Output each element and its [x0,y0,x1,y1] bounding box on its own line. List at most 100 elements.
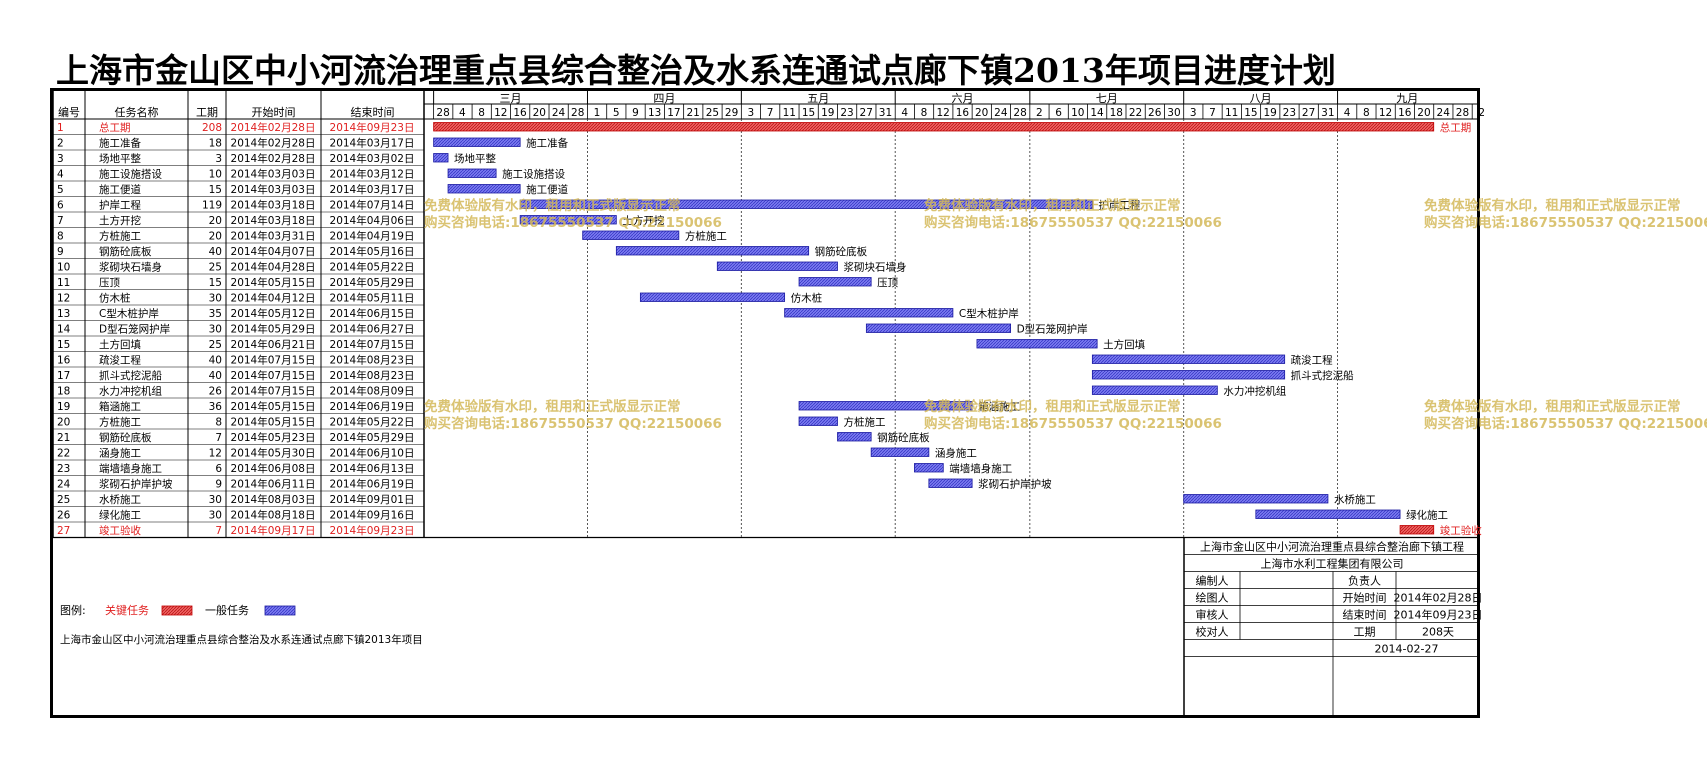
row-task-name: 绿化施工 [99,509,141,522]
chart-frame [50,88,1480,718]
row-start: 2014年03月31日 [231,230,316,243]
bar-label: 抓斗式挖泥船 [1291,369,1354,382]
row-duration: 15 [209,277,222,289]
row-duration: 30 [209,494,222,506]
row-end: 2014年05月22日 [330,261,415,274]
gantt-bar [433,153,449,163]
row-id: 3 [57,153,64,165]
day-tick-label: 26 [1148,107,1162,119]
day-tick-label: 2 [1478,107,1485,119]
row-start: 2014年04月28日 [231,261,316,274]
row-start: 2014年03月03日 [231,168,316,181]
watermark-line1: 免费体验版有水印，租用和正式版显示正常 [1424,197,1681,214]
gantt-bar [1091,385,1218,395]
row-start: 2014年05月15日 [231,416,316,429]
gantt-bar [928,478,973,488]
day-tick-label: 24 [1437,107,1451,119]
row-id: 9 [57,246,64,258]
row-end: 2014年04月19日 [330,230,415,243]
day-tick-label: 12 [936,107,949,119]
row-duration: 20 [209,231,222,243]
row-id: 8 [57,231,64,243]
info-date: 2014-02-27 [1375,643,1439,656]
gantt-bar [798,416,838,426]
row-start: 2014年02月28日 [231,137,316,150]
row-duration: 7 [215,525,222,537]
day-tick-label: 19 [1263,107,1276,119]
watermark-line2: 购买咨询电话:18675550537 QQ:22150066 [424,415,722,432]
row-task-name: 土方回填 [99,338,141,351]
row-start: 2014年04月07日 [231,245,316,258]
watermark-line2: 购买咨询电话:18675550537 QQ:22150066 [924,214,1222,231]
row-end: 2014年05月22日 [330,416,415,429]
row-duration: 25 [209,262,222,274]
day-tick-label: 4 [901,107,908,119]
day-tick-label: 11 [1225,107,1238,119]
day-tick-label: 12 [1379,107,1392,119]
day-tick-label: 8 [1363,107,1370,119]
row-duration: 15 [209,184,222,196]
row-id: 10 [57,262,70,274]
bar-label: 土方开挖 [622,214,664,227]
info-label: 绘图人 [1196,591,1229,605]
row-id: 22 [57,448,70,460]
row-start: 2014年03月18日 [231,214,316,227]
day-tick-label: 16 [1398,107,1412,119]
row-end: 2014年06月10日 [330,447,415,460]
day-tick-label: 7 [767,107,774,119]
row-task-name: 抓斗式挖泥船 [99,369,162,382]
row-start: 2014年06月11日 [231,478,316,491]
header-col-0: 编号 [58,105,80,119]
bar-label: 方桩施工 [844,416,886,429]
row-id: 14 [57,324,71,336]
row-task-name: 方桩施工 [99,230,141,243]
bar-label: 绿化施工 [1406,509,1448,522]
bar-label: C型木桩护岸 [959,307,1019,320]
bar-label: 压顶 [877,277,898,289]
row-end: 2014年03月17日 [330,183,415,196]
bar-label: 钢筋砼底板 [877,431,930,444]
bar-label: 钢筋砼底板 [815,245,868,258]
row-end: 2014年07月14日 [330,199,415,212]
row-id: 1 [57,122,64,134]
gantt-bar [976,339,1098,349]
gantt-bar [433,122,1435,132]
gantt-bar [798,277,872,287]
day-tick-label: 29 [725,107,738,119]
row-duration: 6 [215,463,222,475]
day-tick-label: 23 [840,107,853,119]
row-task-name: 施工便道 [99,183,141,196]
info-label: 审核人 [1196,608,1229,622]
row-task-name: 施工准备 [99,137,141,150]
row-duration: 20 [209,215,222,227]
row-end: 2014年07月15日 [330,338,415,351]
row-start: 2014年07月15日 [231,354,316,367]
row-duration: 30 [209,510,222,522]
row-start: 2014年07月15日 [231,385,316,398]
day-tick-label: 7 [1209,107,1216,119]
row-end: 2014年09月23日 [330,524,415,537]
day-tick-label: 22 [1129,107,1142,119]
row-task-name: 压顶 [99,277,120,289]
row-duration: 30 [209,293,222,305]
watermark-line1: 免费体验版有水印，租用和正式版显示正常 [1424,398,1681,415]
row-task-name: 箱涵施工 [99,400,141,413]
row-task-name: 涵身施工 [99,447,141,460]
day-tick-label: 20 [1417,107,1430,119]
row-start: 2014年03月03日 [231,183,316,196]
legend-label: 图例: [60,603,86,617]
day-tick-label: 28 [1456,107,1469,119]
day-tick-label: 31 [1321,107,1334,119]
row-id: 4 [57,169,64,181]
info-value: 2014年02月28日 [1394,591,1483,605]
watermark-line1: 免费体验版有水印，租用和正式版显示正常 [424,197,681,214]
legend-normal-text: 一般任务 [205,604,249,617]
day-tick-label: 8 [478,107,485,119]
day-tick-label: 21 [686,107,699,119]
row-start: 2014年09月17日 [231,524,316,537]
row-duration: 7 [215,432,222,444]
day-tick-label: 4 [459,107,466,119]
row-id: 18 [57,386,70,398]
row-end: 2014年06月19日 [330,400,415,413]
info-label: 编制人 [1196,574,1229,588]
